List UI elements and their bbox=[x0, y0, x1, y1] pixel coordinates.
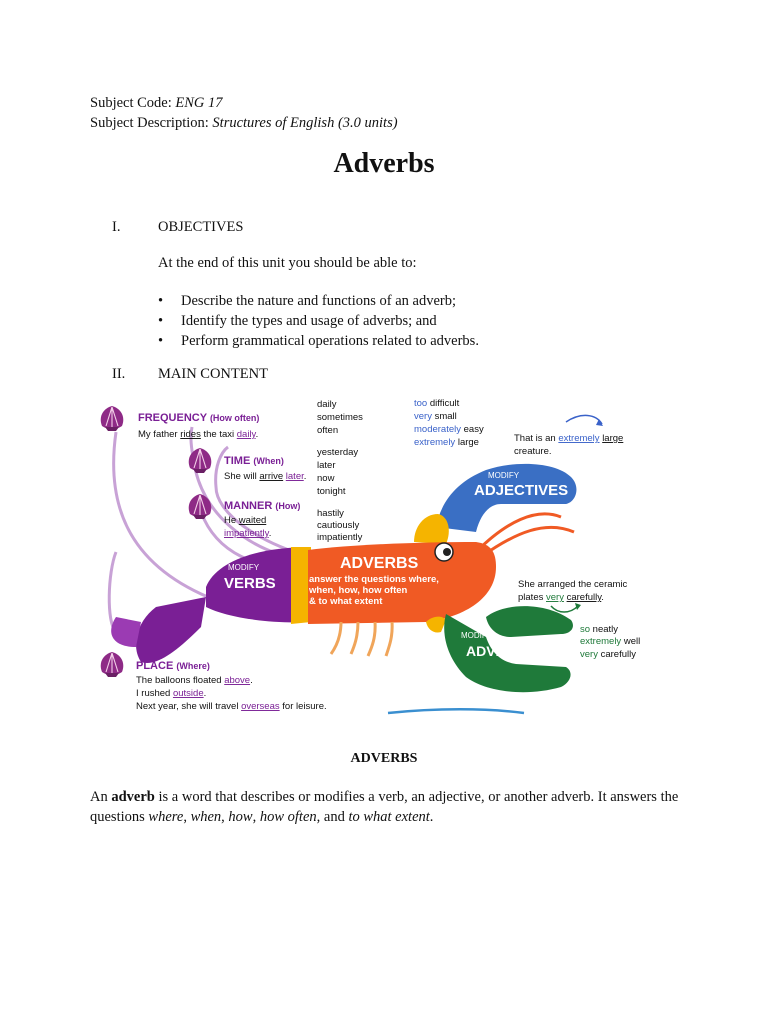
curved-arrow-icon bbox=[565, 414, 603, 425]
tail-fan bbox=[136, 597, 206, 663]
adjective-phrase: too difficult bbox=[414, 398, 460, 409]
adjective-phrase: extremely large bbox=[414, 437, 479, 448]
manner-example: He waited impatiently. bbox=[224, 515, 271, 539]
modify-adjectives-top: MODIFY bbox=[488, 471, 520, 480]
modify-adjectives-main: ADJECTIVES bbox=[474, 482, 568, 499]
manner-word: hastily bbox=[317, 508, 344, 519]
body-title: ADVERBS bbox=[340, 555, 419, 572]
adverb-phrase: extremely well bbox=[580, 636, 640, 647]
adverbs-lobster-diagram: FREQUENCY (How often) My father rides th… bbox=[100, 398, 643, 715]
subject-code-value: ENG 17 bbox=[175, 95, 223, 111]
time-word-list: yesterday later now tonight bbox=[317, 447, 361, 497]
objectives-heading: OBJECTIVES bbox=[158, 219, 244, 235]
time-example: She will arrive later. bbox=[224, 471, 306, 482]
time-word: later bbox=[317, 460, 335, 471]
antenna-line bbox=[112, 431, 209, 599]
pupil bbox=[443, 548, 451, 556]
frequency-word: daily bbox=[317, 399, 337, 410]
place-examples: The balloons floated above. I rushed out… bbox=[136, 675, 327, 712]
time-label: TIME (When) bbox=[224, 455, 284, 467]
shell-icon bbox=[100, 651, 124, 678]
antenna bbox=[474, 512, 562, 554]
adverb-phrase: very carefully bbox=[580, 649, 636, 660]
manner-word: impatiently bbox=[317, 532, 363, 543]
adverbs-heading: ADVERBS bbox=[350, 751, 418, 766]
adjective-phrase: moderately easy bbox=[414, 424, 484, 435]
modify-adverbs-top: MODIFY bbox=[461, 631, 493, 640]
objectives-list: Describe the nature and functions of an … bbox=[158, 291, 479, 351]
list-item: Describe the nature and functions of an … bbox=[158, 291, 479, 311]
adjective-phrase: very small bbox=[414, 411, 457, 422]
frequency-example: My father rides the taxi daily. bbox=[138, 429, 258, 440]
objectives-intro: At the end of this unit you should be ab… bbox=[158, 255, 417, 271]
modify-verbs-top: MODIFY bbox=[228, 563, 260, 572]
objectives-numeral: I. bbox=[112, 219, 121, 235]
body-description: answer the questions where, when, how, h… bbox=[308, 574, 442, 607]
adjective-phrase-list: too difficult very small moderately easy… bbox=[414, 398, 486, 448]
manner-word-list: hastily cautiously impatiently bbox=[317, 508, 363, 543]
list-item: Perform grammatical operations related t… bbox=[158, 331, 479, 351]
legs bbox=[329, 621, 394, 657]
time-word: tonight bbox=[317, 486, 346, 497]
subject-description: Subject Description: Structures of Engli… bbox=[90, 115, 398, 131]
arrow-head-icon bbox=[575, 603, 581, 610]
arrow-head-icon bbox=[596, 419, 603, 426]
manner-label: MANNER (How) bbox=[224, 500, 300, 512]
shell-icon bbox=[100, 405, 124, 432]
antenna-line bbox=[189, 426, 312, 564]
adverbs-claw-upper bbox=[486, 606, 573, 637]
verbs-tail bbox=[206, 547, 311, 623]
frequency-label: FREQUENCY (How often) bbox=[138, 412, 259, 424]
adverb-phrase-list: so neatly extremely well very carefully bbox=[580, 624, 643, 660]
main-content-heading: MAIN CONTENT bbox=[158, 366, 268, 382]
adverb-definition: An adverb is a word that describes or mo… bbox=[90, 789, 679, 825]
adverbs-body bbox=[308, 542, 496, 624]
manner-word: cautiously bbox=[317, 520, 359, 531]
place-label: PLACE (Where) bbox=[136, 660, 210, 672]
tail-fan bbox=[111, 617, 141, 647]
claw-joint bbox=[414, 514, 449, 544]
water-line bbox=[387, 708, 525, 715]
frequency-word: sometimes bbox=[317, 412, 363, 423]
adjectives-claw bbox=[436, 463, 577, 532]
modify-verbs-main: VERBS bbox=[224, 575, 276, 592]
curved-arrow-icon bbox=[550, 605, 579, 613]
modify-adverbs-main: ADVERBS bbox=[466, 643, 534, 659]
adverb-example: She arranged the ceramic plates very car… bbox=[518, 579, 630, 603]
adverb-term: adverb bbox=[111, 789, 155, 805]
list-item: Identify the types and usage of adverbs;… bbox=[158, 311, 479, 331]
time-word: yesterday bbox=[317, 447, 358, 458]
page-title: Adverbs bbox=[333, 148, 435, 179]
antenna-line bbox=[214, 445, 312, 559]
frequency-word: often bbox=[317, 425, 338, 436]
adjective-example: That is an extremely large creature. bbox=[514, 433, 626, 457]
frequency-word-list: daily sometimes often bbox=[317, 399, 366, 436]
time-word: now bbox=[317, 473, 335, 484]
adverb-phrase: so neatly bbox=[580, 624, 618, 635]
subject-description-value: Structures of English (3.0 units) bbox=[212, 115, 398, 131]
main-content-numeral: II. bbox=[112, 366, 126, 382]
antenna bbox=[480, 525, 575, 559]
body-band bbox=[291, 547, 311, 624]
claw-joint bbox=[426, 616, 446, 633]
subject-code: Subject Code: ENG 17 bbox=[90, 95, 223, 111]
adverbs-claw bbox=[444, 614, 571, 693]
